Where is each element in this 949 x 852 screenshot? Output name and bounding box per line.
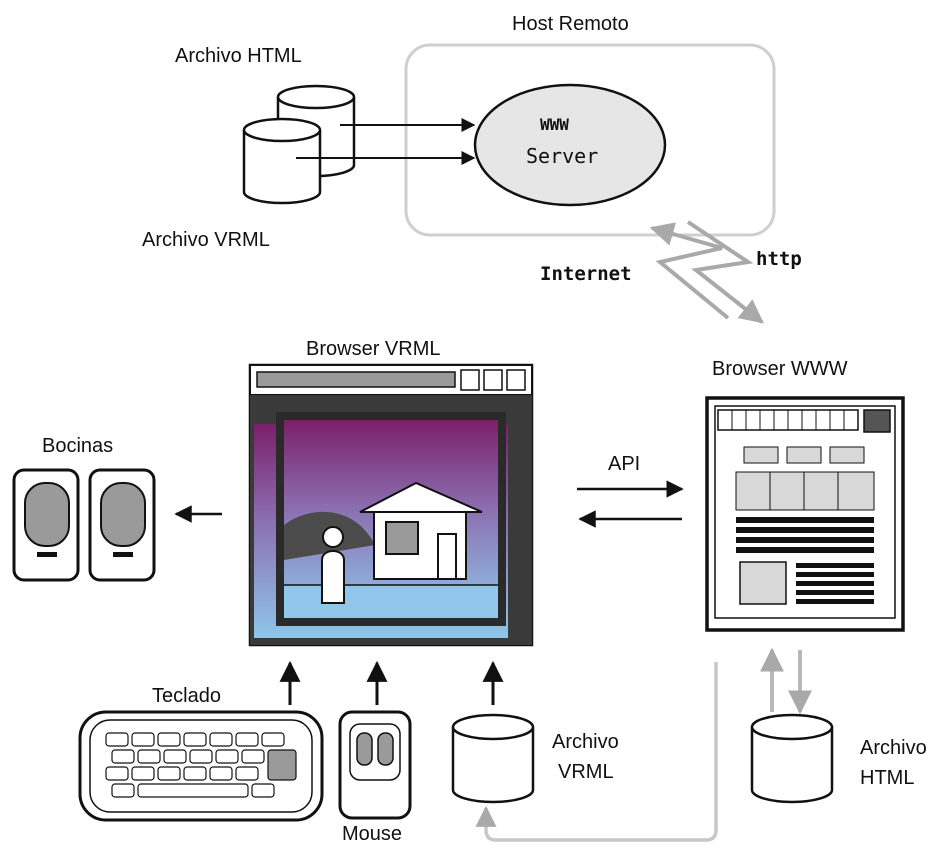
vrml-window-button-2 bbox=[483, 369, 503, 391]
archivo-html-bottom-label-1: Archivo bbox=[860, 737, 927, 759]
internet-label: Internet bbox=[540, 263, 632, 285]
www-logo-icon bbox=[863, 409, 891, 433]
bocinas-label: Bocinas bbox=[42, 435, 113, 457]
vrml-title-field bbox=[256, 371, 456, 388]
browser-vrml-window: Browser VRML bbox=[248, 338, 534, 647]
www-label: WWW bbox=[540, 115, 569, 134]
vrml-window-button-3 bbox=[506, 369, 526, 391]
archivo-vrml-cylinder-bottom bbox=[451, 713, 535, 804]
teclado-label: Teclado bbox=[152, 685, 221, 707]
browser-vrml-label: Browser VRML bbox=[306, 338, 440, 360]
host-remoto-label: Host Remoto bbox=[512, 13, 629, 35]
vrml-scene-ground bbox=[284, 585, 498, 618]
arrow-www-to-archivo-vrml bbox=[475, 662, 718, 842]
www-server-ellipse bbox=[473, 83, 667, 207]
keyboard-icon bbox=[78, 710, 324, 822]
archivo-vrml-top-label: Archivo VRML bbox=[142, 229, 270, 251]
mouse-icon bbox=[338, 710, 412, 820]
mouse-label: Mouse bbox=[342, 823, 402, 845]
http-label: http bbox=[756, 248, 802, 270]
house-icon bbox=[359, 481, 483, 580]
archivo-vrml-bottom-label-2: VRML bbox=[558, 761, 614, 783]
http-arrow-down bbox=[686, 220, 764, 324]
browser-www-window bbox=[705, 396, 905, 632]
browser-www-label: Browser WWW bbox=[712, 358, 848, 380]
archivo-vrml-bottom-label-1: Archivo bbox=[552, 731, 619, 753]
vrml-window-button-1 bbox=[460, 369, 480, 391]
archivo-vrml-cylinder-top bbox=[242, 117, 322, 205]
archivo-html-bottom-label-2: HTML bbox=[860, 767, 914, 789]
speaker-icon-right bbox=[88, 468, 156, 582]
speaker-icon-left bbox=[12, 468, 80, 582]
www-image-icon bbox=[739, 561, 787, 605]
archivo-html-cylinder-bottom bbox=[750, 713, 834, 804]
internet-arrow-up bbox=[649, 222, 730, 320]
host-remoto-group: Host Remoto WWW Server bbox=[404, 13, 776, 237]
archivo-html-top-label: Archivo HTML bbox=[175, 45, 302, 67]
server-label: Server bbox=[526, 144, 598, 168]
person-icon bbox=[321, 526, 345, 604]
vrml-scene-frame bbox=[276, 412, 506, 626]
api-label: API bbox=[608, 453, 640, 475]
